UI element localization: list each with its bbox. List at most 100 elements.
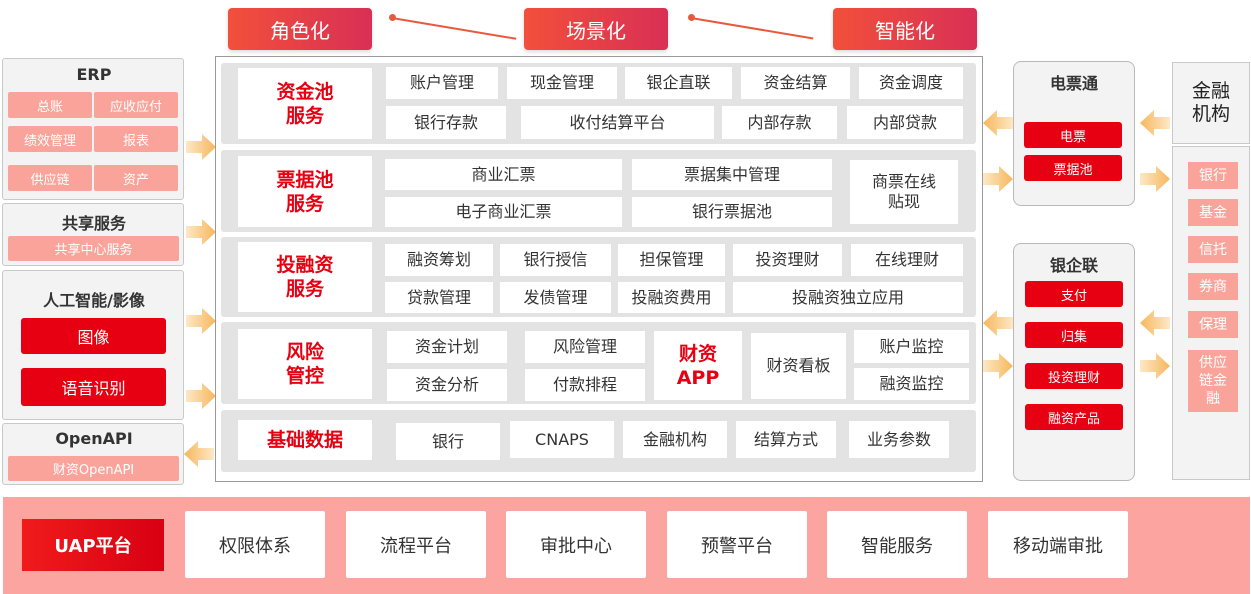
finance-item: 券商 bbox=[1188, 273, 1238, 300]
uap-platform-label: UAP平台 bbox=[22, 519, 164, 571]
fund-pool-cell: 银行存款 bbox=[386, 106, 506, 139]
ai-image-item: 图像 bbox=[21, 318, 166, 354]
pill-scenario: 场景化 bbox=[524, 8, 668, 50]
bank-link-panel: 银企联 支付 归集 投资理财 融资产品 bbox=[1013, 243, 1135, 481]
bill-pool-cell: 电子商业汇票 bbox=[385, 197, 622, 227]
arrow-left-icon bbox=[1140, 310, 1170, 336]
finance-item: 基金 bbox=[1188, 199, 1238, 226]
fund-pool-cell: 内部存款 bbox=[722, 106, 837, 139]
invest-cell: 贷款管理 bbox=[385, 282, 493, 313]
base-cell: 结算方式 bbox=[736, 421, 836, 458]
fund-pool-cell: 银企直联 bbox=[625, 67, 732, 99]
erp-item: 应收应付 bbox=[94, 92, 178, 118]
invest-cell: 担保管理 bbox=[618, 244, 725, 276]
ebill-panel: 电票通 电票 票据池 bbox=[1013, 61, 1135, 206]
bank-link-item: 投资理财 bbox=[1025, 363, 1123, 389]
bank-link-title: 银企联 bbox=[1049, 256, 1098, 275]
base-cell: 金融机构 bbox=[623, 421, 727, 458]
bottom-item: 流程平台 bbox=[346, 511, 486, 578]
arrow-right-icon bbox=[983, 353, 1013, 379]
finance-item: 信托 bbox=[1188, 236, 1238, 263]
arrow-right-icon bbox=[1140, 353, 1170, 379]
fund-pool-cell: 资金调度 bbox=[859, 67, 963, 99]
fund-pool-cell: 现金管理 bbox=[507, 67, 617, 99]
risk-title: 风险 管控 bbox=[238, 329, 372, 399]
shared-title: 共享服务 bbox=[61, 214, 126, 233]
connector-line bbox=[690, 17, 814, 39]
invest-cell: 发债管理 bbox=[500, 282, 611, 313]
shared-item: 共享中心服务 bbox=[8, 236, 179, 261]
risk-cell: 融资监控 bbox=[854, 368, 969, 400]
ebill-item: 票据池 bbox=[1024, 155, 1122, 181]
arrow-right-icon bbox=[186, 383, 216, 409]
bank-link-item: 支付 bbox=[1025, 281, 1123, 307]
arrow-right-icon bbox=[1140, 166, 1170, 192]
base-title: 基础数据 bbox=[238, 420, 372, 460]
risk-app-label: 财资 APP bbox=[654, 331, 742, 400]
base-cell: 业务参数 bbox=[849, 421, 949, 458]
ai-voice-item: 语音识别 bbox=[21, 368, 166, 406]
shared-panel: 共享服务 共享中心服务 bbox=[2, 203, 184, 266]
erp-title: ERP bbox=[76, 65, 112, 84]
finance-head: 金融 机构 bbox=[1172, 62, 1250, 144]
bank-link-item: 融资产品 bbox=[1025, 404, 1123, 430]
finance-item: 供应 链金 融 bbox=[1188, 350, 1238, 412]
pill-intelligent: 智能化 bbox=[833, 8, 977, 50]
risk-cell: 账户监控 bbox=[854, 330, 969, 363]
erp-item: 总账 bbox=[8, 92, 92, 118]
invest-cell: 投融资独立应用 bbox=[733, 282, 963, 313]
fund-pool-cell: 内部贷款 bbox=[847, 106, 963, 139]
fund-pool-cell: 收付结算平台 bbox=[521, 106, 714, 139]
invest-cell: 投融资费用 bbox=[618, 282, 725, 313]
erp-item: 资产 bbox=[94, 165, 178, 191]
base-cell: CNAPS bbox=[510, 421, 614, 458]
invest-cell: 融资筹划 bbox=[385, 244, 493, 276]
connector-line bbox=[391, 17, 517, 40]
invest-cell: 投资理财 bbox=[733, 244, 842, 276]
arrow-left-icon bbox=[983, 310, 1013, 336]
bill-pool-cell: 商票在线 贴现 bbox=[850, 160, 958, 224]
invest-cell: 银行授信 bbox=[500, 244, 611, 276]
ebill-title: 电票通 bbox=[1049, 74, 1098, 93]
risk-cell: 财资看板 bbox=[751, 333, 846, 399]
finance-item: 银行 bbox=[1188, 162, 1238, 189]
fund-pool-cell: 资金结算 bbox=[741, 67, 850, 99]
ebill-item: 电票 bbox=[1024, 122, 1122, 148]
bank-link-item: 归集 bbox=[1025, 322, 1123, 348]
erp-panel: ERP 总账 应收应付 绩效管理 报表 供应链 资产 bbox=[2, 58, 184, 200]
invest-cell: 在线理财 bbox=[851, 244, 963, 276]
risk-cell: 付款排程 bbox=[525, 369, 645, 401]
finance-title: 金融 机构 bbox=[1191, 80, 1230, 125]
arrow-right-icon bbox=[186, 219, 216, 245]
arrow-left-icon bbox=[1140, 110, 1170, 136]
base-cell: 银行 bbox=[396, 423, 500, 460]
bill-pool-title: 票据池 服务 bbox=[238, 156, 372, 227]
erp-item: 报表 bbox=[94, 126, 178, 152]
risk-cell: 资金分析 bbox=[387, 369, 507, 401]
openapi-panel: OpenAPI 财资OpenAPI bbox=[2, 423, 184, 485]
openapi-title: OpenAPI bbox=[55, 429, 133, 448]
bottom-item: 移动端审批 bbox=[988, 511, 1128, 578]
risk-cell: 风险管理 bbox=[525, 331, 645, 363]
arrow-left-icon bbox=[983, 110, 1013, 136]
ai-title: 人工智能/影像 bbox=[43, 291, 145, 310]
arrow-right-icon bbox=[983, 166, 1013, 192]
bottom-item: 审批中心 bbox=[506, 511, 646, 578]
arrow-right-icon bbox=[186, 308, 216, 334]
fund-pool-cell: 账户管理 bbox=[386, 67, 498, 99]
bill-pool-cell: 银行票据池 bbox=[632, 197, 832, 227]
bottom-item: 预警平台 bbox=[667, 511, 807, 578]
bill-pool-cell: 商业汇票 bbox=[385, 159, 622, 190]
arrow-right-icon bbox=[186, 134, 216, 160]
risk-cell: 资金计划 bbox=[387, 331, 507, 363]
finance-item: 保理 bbox=[1188, 311, 1238, 338]
erp-item: 绩效管理 bbox=[8, 126, 92, 152]
erp-item: 供应链 bbox=[8, 165, 92, 191]
openapi-item: 财资OpenAPI bbox=[8, 456, 179, 481]
ai-panel: 人工智能/影像 图像 语音识别 bbox=[2, 270, 184, 420]
arrow-left-icon bbox=[184, 441, 214, 467]
fund-pool-title: 资金池 服务 bbox=[238, 68, 372, 139]
bottom-item: 智能服务 bbox=[827, 511, 967, 578]
bottom-item: 权限体系 bbox=[185, 511, 325, 578]
invest-title: 投融资 服务 bbox=[238, 242, 372, 312]
